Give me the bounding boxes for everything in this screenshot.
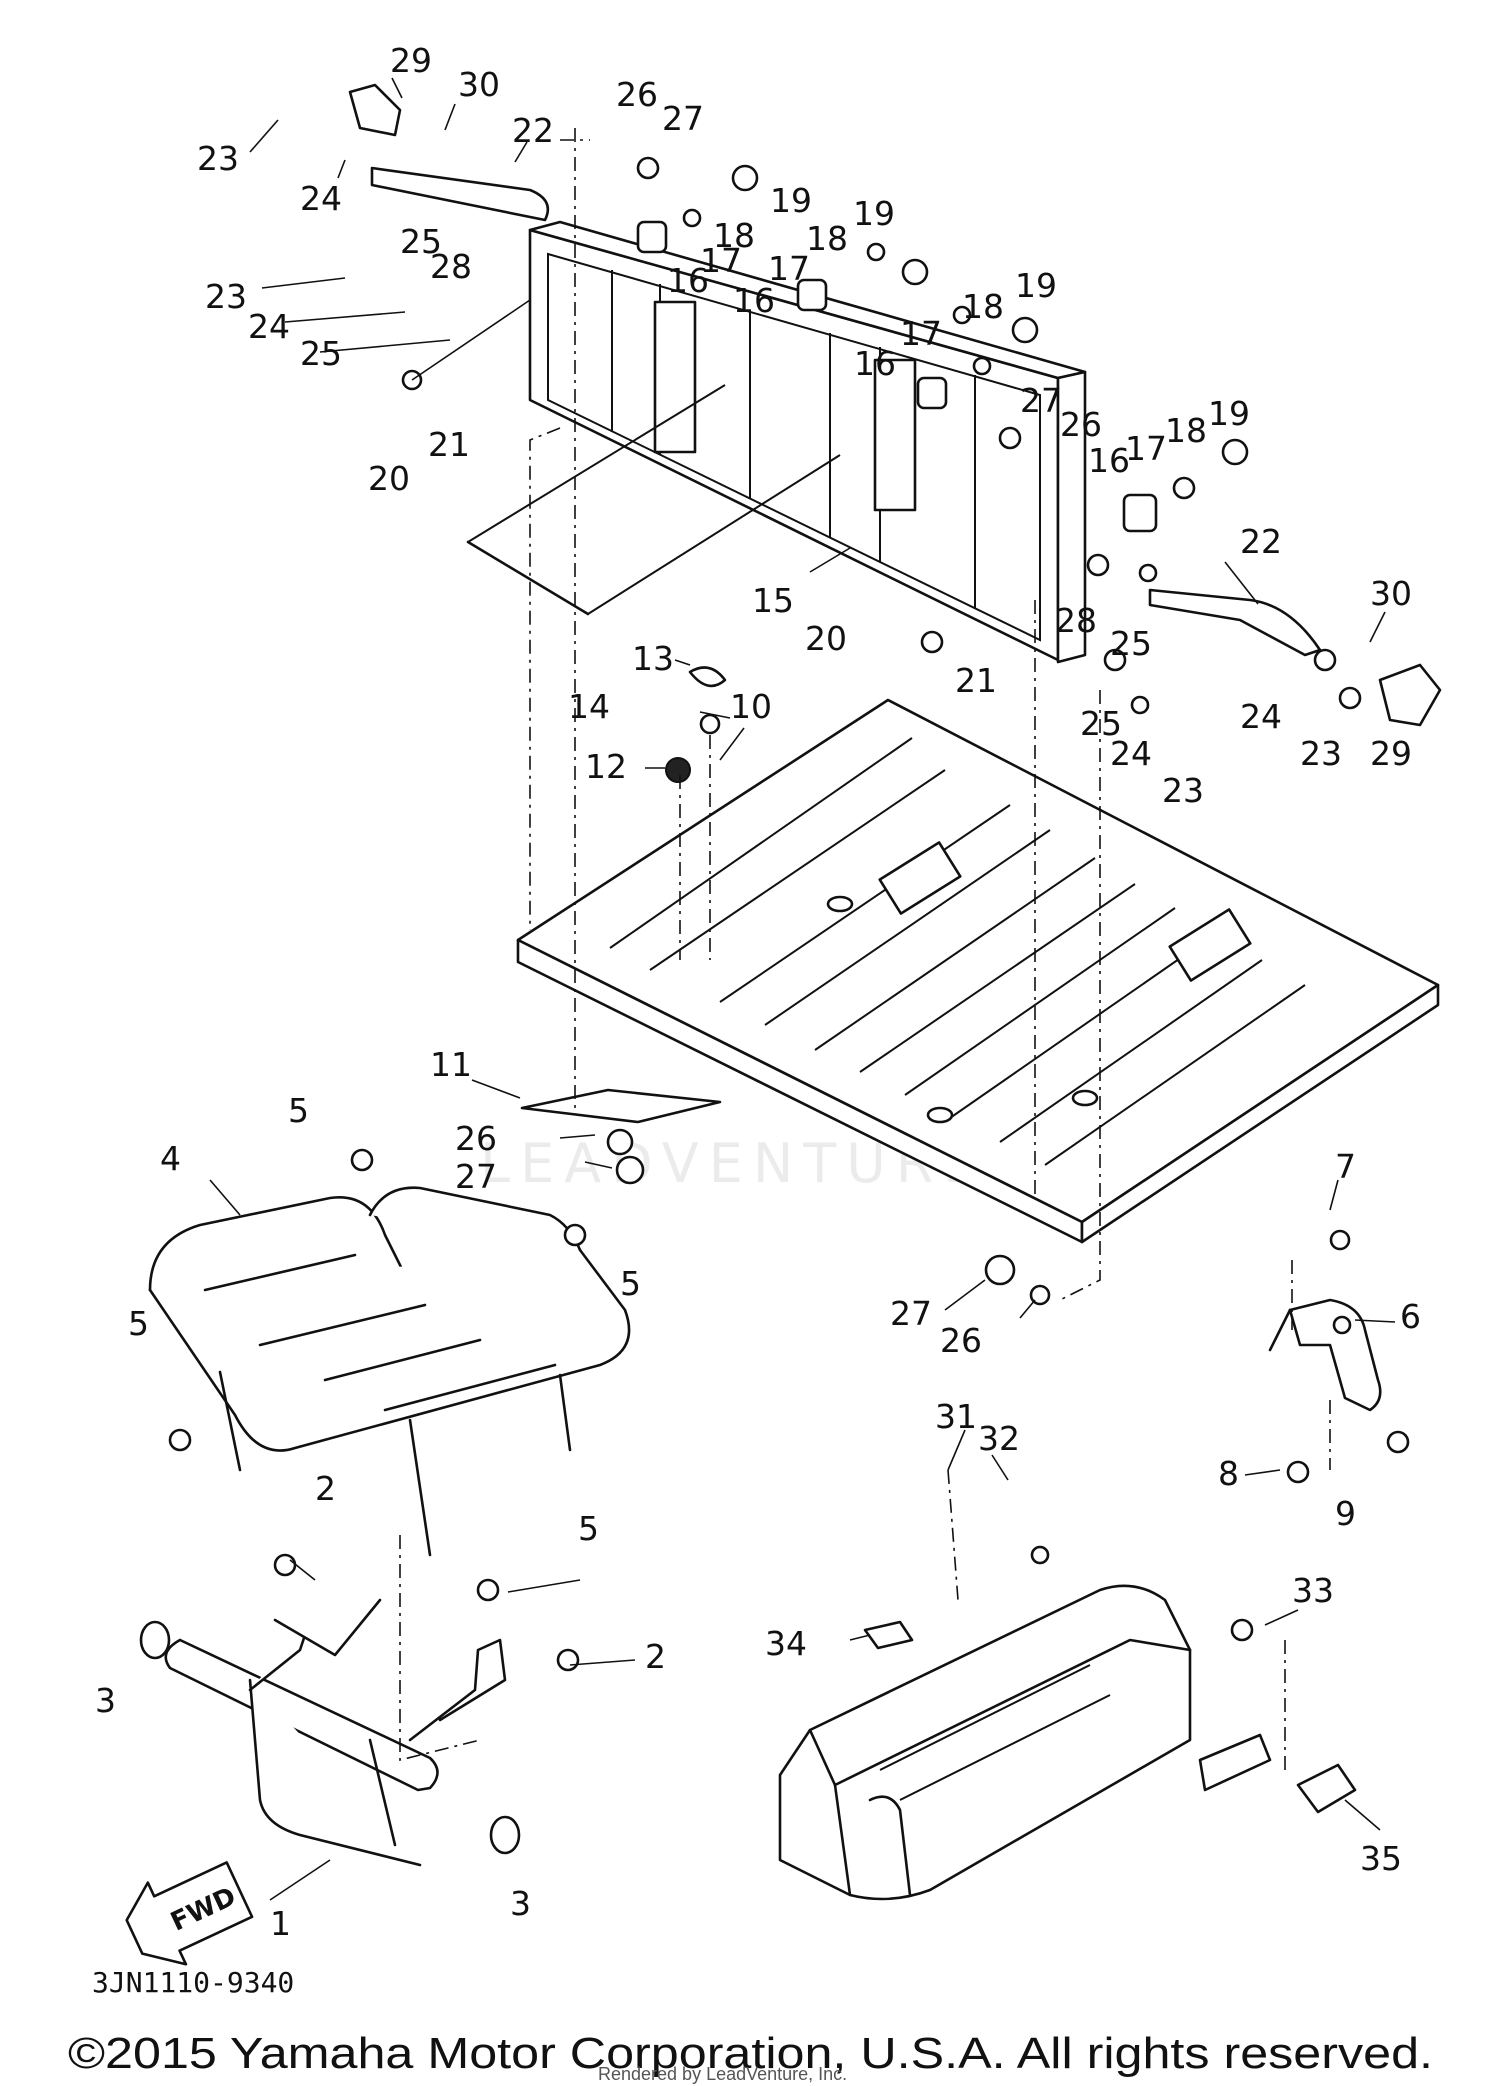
- leader-lines: [209, 77, 1396, 1901]
- callout-26: 26: [940, 1321, 982, 1360]
- callout-29: 29: [1370, 734, 1412, 773]
- fwd-arrow: FWD: [125, 1861, 254, 1966]
- drawing-code: 3JN1110-9340: [92, 1966, 294, 1999]
- callout-16: 16: [667, 261, 709, 300]
- callout-24: 24: [1110, 734, 1152, 773]
- callout-18: 18: [1165, 411, 1207, 450]
- callout-15: 15: [752, 581, 794, 620]
- callout-28: 28: [1055, 601, 1097, 640]
- callout-14: 14: [568, 687, 610, 726]
- callout-7: 7: [1335, 1147, 1356, 1186]
- callout-18: 18: [806, 219, 848, 258]
- callout-11: 11: [430, 1045, 472, 1084]
- callout-27: 27: [1020, 381, 1062, 420]
- bumper-bracket: [408, 1638, 507, 1742]
- callout-30: 30: [1370, 574, 1412, 613]
- cargo-bed: [516, 698, 1440, 1244]
- callout-5: 5: [620, 1264, 641, 1303]
- callout-19: 19: [1015, 266, 1057, 305]
- callout-19: 19: [1208, 394, 1250, 433]
- callout-13: 13: [632, 639, 674, 678]
- callout-26: 26: [616, 75, 658, 114]
- callout-25: 25: [400, 222, 442, 261]
- callout-18: 18: [962, 287, 1004, 326]
- callout-12: 12: [585, 747, 627, 786]
- callout-33: 33: [1292, 1571, 1334, 1610]
- callout-10: 10: [730, 687, 772, 726]
- callout-35: 35: [1360, 1839, 1402, 1878]
- callout-16: 16: [854, 344, 896, 383]
- plate: [520, 1088, 722, 1124]
- callout-1: 1: [270, 1904, 291, 1943]
- callout-28: 28: [430, 247, 472, 286]
- callout-25: 25: [1080, 704, 1122, 743]
- callout-3: 3: [95, 1681, 116, 1720]
- callout-9: 9: [1335, 1494, 1356, 1533]
- callouts: 29 30 22 23 24 25 28 26 27 19 18 17 16 1…: [95, 41, 1421, 1943]
- callout-27: 27: [455, 1157, 497, 1196]
- clip: [1296, 1763, 1357, 1814]
- callout-5: 5: [288, 1091, 309, 1130]
- rendered-by-text: Rendered by LeadVenture, Inc.: [598, 2064, 847, 2084]
- callout-29: 29: [390, 41, 432, 80]
- callout-17: 17: [768, 249, 810, 288]
- callout-32: 32: [978, 1419, 1020, 1458]
- callout-24: 24: [248, 307, 290, 346]
- callout-4: 4: [160, 1139, 181, 1178]
- callout-26: 26: [455, 1119, 497, 1158]
- callout-19: 19: [853, 194, 895, 233]
- callout-2: 2: [645, 1637, 666, 1676]
- callout-17: 17: [1125, 429, 1167, 468]
- callout-20: 20: [805, 619, 847, 658]
- callout-3: 3: [510, 1884, 531, 1923]
- callout-21: 21: [955, 661, 997, 700]
- callout-6: 6: [1400, 1297, 1421, 1336]
- callout-24: 24: [1240, 697, 1282, 736]
- callout-19: 19: [770, 181, 812, 220]
- callout-23: 23: [197, 139, 239, 178]
- callout-18: 18: [713, 216, 755, 255]
- callout-26: 26: [1060, 405, 1102, 444]
- callout-25: 25: [300, 334, 342, 373]
- callout-17: 17: [900, 314, 942, 353]
- tool-box: [778, 1584, 1272, 1901]
- callout-27: 27: [890, 1294, 932, 1333]
- callout-17: 17: [700, 241, 742, 280]
- callout-23: 23: [1162, 771, 1204, 810]
- callout-31: 31: [935, 1397, 977, 1436]
- callout-23: 23: [1300, 734, 1342, 773]
- callout-16: 16: [1088, 441, 1130, 480]
- callout-21: 21: [428, 425, 470, 464]
- callout-22: 22: [512, 111, 554, 150]
- callout-8: 8: [1218, 1454, 1239, 1493]
- callout-23: 23: [205, 277, 247, 316]
- callout-34: 34: [765, 1624, 807, 1663]
- callout-25: 25: [1110, 624, 1152, 663]
- bracket: [1268, 1298, 1382, 1412]
- callout-5: 5: [128, 1304, 149, 1343]
- copyright-text: ©2015 Yamaha Motor Corporation, U.S.A. A…: [68, 2029, 1433, 2078]
- label-sticker: [863, 1620, 914, 1650]
- callout-20: 20: [368, 459, 410, 498]
- callout-27: 27: [662, 99, 704, 138]
- callout-30: 30: [458, 65, 500, 104]
- callout-24: 24: [300, 179, 342, 218]
- hardware-parts: [168, 83, 1442, 1672]
- callout-22: 22: [1240, 522, 1282, 561]
- rear-rack: [148, 1186, 631, 1557]
- callout-16: 16: [733, 281, 775, 320]
- callout-2: 2: [315, 1469, 336, 1508]
- callout-5: 5: [578, 1509, 599, 1548]
- bumper: [139, 1598, 521, 1867]
- assembly-lines: [399, 128, 1331, 1770]
